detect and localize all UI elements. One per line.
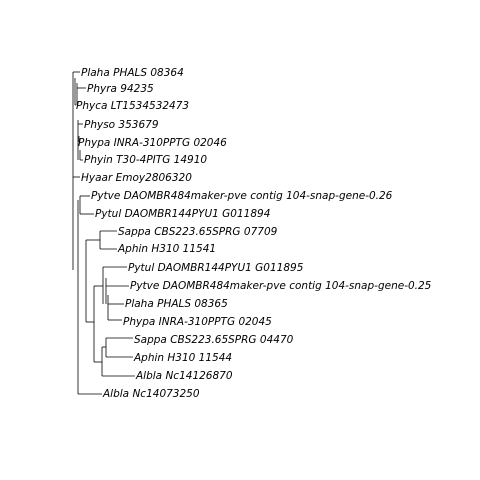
leaf-label-phyin-t30-4pitg-14910: Phyin T30-4PITG 14910: [84, 154, 207, 166]
leaf-label-physo-353679: Physo 353679: [84, 119, 159, 131]
leaf-label-pytul-g011895: Pytul DAOMBR144PYU1 G011895: [128, 262, 304, 274]
leaf-label-aphin-11541: Aphin H310 11541: [117, 243, 216, 255]
leaf-label-aphin-11544: Aphin H310 11544: [133, 352, 232, 364]
leaf-label-hyaar-emoy2806320: Hyaar Emoy2806320: [81, 172, 192, 184]
leaf-label-phypa-inra-310pptg-02045: Phypa INRA-310PPTG 02045: [123, 316, 272, 328]
tree-leaf-labels: Plaha PHALS 08364 Phyra 94235 Phyca LT15…: [76, 67, 432, 400]
leaf-label-pytve-0-25: Pytve DAOMBR484maker-pve contig 104-snap…: [130, 280, 432, 292]
leaf-label-plaha-phals-08365: Plaha PHALS 08365: [125, 298, 228, 310]
leaf-label-sappa-07709: Sappa CBS223.65SPRG 07709: [118, 226, 278, 238]
tree-branches: [72, 71, 135, 395]
leaf-label-sappa-04470: Sappa CBS223.65SPRG 04470: [134, 334, 294, 346]
leaf-label-albla-nc14073250: Albla Nc14073250: [102, 388, 200, 400]
leaf-label-phypa-inra-310pptg-02046: Phypa INRA-310PPTG 02046: [78, 137, 227, 149]
leaf-label-phyra-94235: Phyra 94235: [87, 83, 154, 95]
leaf-label-plaha-phals-08364: Plaha PHALS 08364: [81, 67, 184, 79]
leaf-label-phyca-lt1534532473: Phyca LT1534532473: [76, 100, 189, 112]
leaf-label-pytul-g011894: Pytul DAOMBR144PYU1 G011894: [95, 208, 270, 220]
leaf-label-albla-nc14126870: Albla Nc14126870: [135, 370, 233, 382]
leaf-label-pytve-0-26: Pytve DAOMBR484maker-pve contig 104-snap…: [91, 190, 393, 202]
